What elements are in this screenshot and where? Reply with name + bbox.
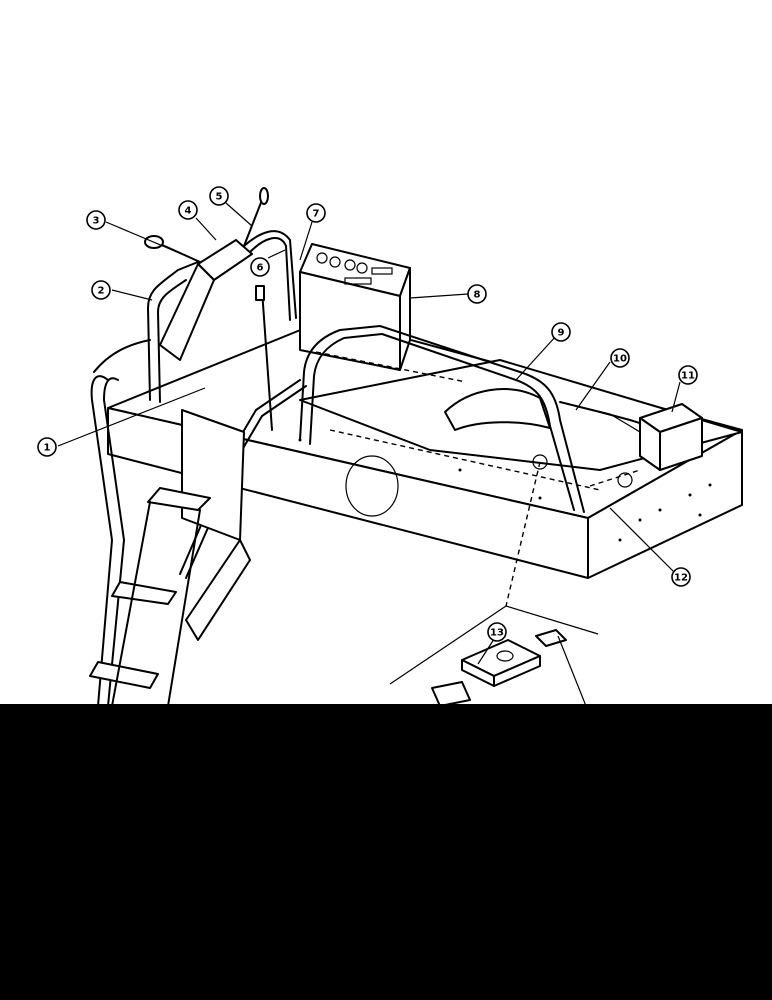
platform-exploded-view: 1 2 3 4 5 6 7 — [37, 186, 743, 706]
rear-floor-section — [299, 359, 743, 488]
svg-text:7: 7 — [313, 209, 320, 220]
callout-3: 3 — [86, 210, 106, 230]
svg-text:2: 2 — [98, 286, 105, 297]
svg-text:3: 3 — [93, 216, 100, 227]
ground-plane — [389, 605, 599, 706]
svg-text:4: 4 — [185, 206, 192, 217]
callout-11: 11 — [678, 365, 698, 385]
black-redaction-area — [0, 704, 772, 1000]
svg-text:8: 8 — [474, 290, 481, 301]
rear-bracket-box — [639, 403, 703, 471]
access-ladder — [89, 409, 251, 706]
callout-layer: 1 2 3 4 5 6 7 — [37, 186, 698, 642]
svg-text:12: 12 — [674, 573, 688, 584]
floor-hump — [444, 388, 551, 431]
control-lever-assembly — [144, 187, 273, 431]
callout-12: 12 — [671, 567, 691, 587]
callout-10: 10 — [610, 348, 630, 368]
svg-text:5: 5 — [216, 192, 223, 203]
inspection-cover — [345, 455, 399, 517]
svg-text:1: 1 — [44, 443, 51, 454]
svg-text:10: 10 — [613, 354, 627, 365]
svg-text:6: 6 — [257, 263, 264, 274]
svg-text:9: 9 — [558, 328, 565, 339]
svg-text:13: 13 — [490, 628, 504, 639]
callout-13: 13 — [487, 622, 507, 642]
callout-4: 4 — [178, 200, 198, 220]
callout-9: 9 — [551, 322, 571, 342]
control-console — [299, 243, 411, 371]
mounting-dash-lines — [315, 351, 641, 607]
svg-text:11: 11 — [681, 371, 695, 382]
callout-2: 2 — [91, 280, 111, 300]
callout-1: 1 — [37, 437, 57, 457]
callout-7: 7 — [306, 203, 326, 223]
callout-5: 5 — [209, 186, 229, 206]
callout-leaders — [57, 202, 681, 706]
callout-8: 8 — [467, 284, 487, 304]
callout-6: 6 — [250, 257, 270, 277]
